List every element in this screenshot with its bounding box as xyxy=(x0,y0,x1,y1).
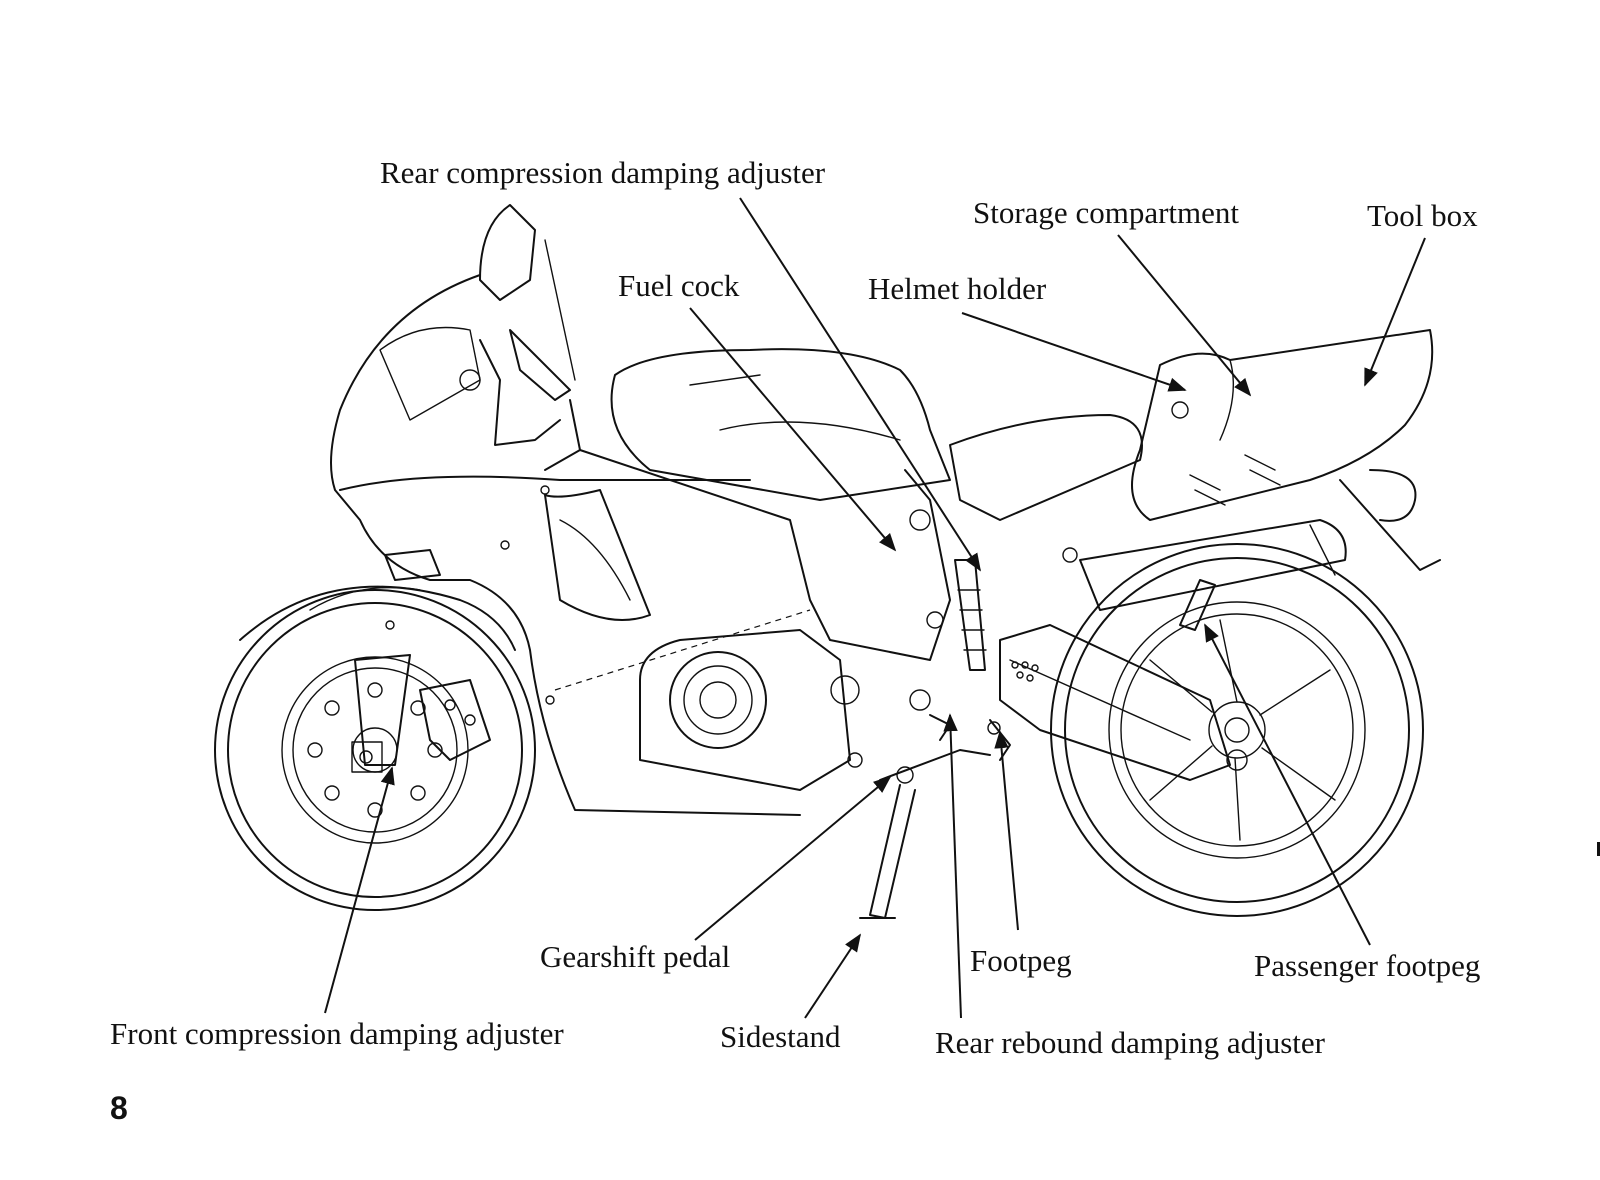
leader-tool-box xyxy=(1364,237,1426,387)
engine xyxy=(639,629,863,791)
leader-fuel-cock xyxy=(689,307,897,552)
handlebar xyxy=(459,239,576,446)
front-fairing xyxy=(330,204,801,816)
leader-passenger-footpeg xyxy=(1204,623,1371,946)
label-rear-compression-damping-adjuster: Rear compression damping adjuster xyxy=(380,155,826,190)
tail-section xyxy=(1131,329,1441,571)
label-front-compression-damping-adjuster: Front compression damping adjuster xyxy=(110,1016,564,1051)
label-sidestand: Sidestand xyxy=(720,1019,841,1054)
leader-lines xyxy=(324,197,1426,1019)
leader-sidestand xyxy=(804,933,861,1019)
leader-storage-compartment xyxy=(1117,234,1252,397)
label-storage-compartment: Storage compartment xyxy=(973,195,1239,230)
label-helmet-holder: Helmet holder xyxy=(868,271,1047,306)
rear-wheel xyxy=(1050,543,1424,917)
leader-front-compression xyxy=(324,766,395,1014)
seat xyxy=(949,414,1143,521)
leader-rear-compression xyxy=(739,197,981,572)
page-number: 8 xyxy=(110,1090,128,1126)
label-footpeg: Footpeg xyxy=(970,943,1072,978)
controls-lower xyxy=(859,579,1216,919)
label-gearshift-pedal: Gearshift pedal xyxy=(540,939,731,974)
label-fuel-cock: Fuel cock xyxy=(618,268,740,303)
leader-rear-rebound xyxy=(943,713,962,1019)
label-passenger-footpeg: Passenger footpeg xyxy=(1254,948,1481,983)
leader-helmet-holder xyxy=(961,312,1187,392)
leader-gearshift-pedal xyxy=(694,775,892,941)
front-wheel xyxy=(214,589,536,911)
front-fork xyxy=(239,585,516,773)
leader-footpeg xyxy=(994,730,1019,931)
muffler xyxy=(1079,519,1347,611)
frame xyxy=(544,399,951,711)
page-edge-mark xyxy=(1597,842,1600,856)
swingarm xyxy=(954,547,1248,781)
label-tool-box: Tool box xyxy=(1367,198,1478,233)
label-rear-rebound-damping-adjuster: Rear rebound damping adjuster xyxy=(935,1025,1325,1060)
